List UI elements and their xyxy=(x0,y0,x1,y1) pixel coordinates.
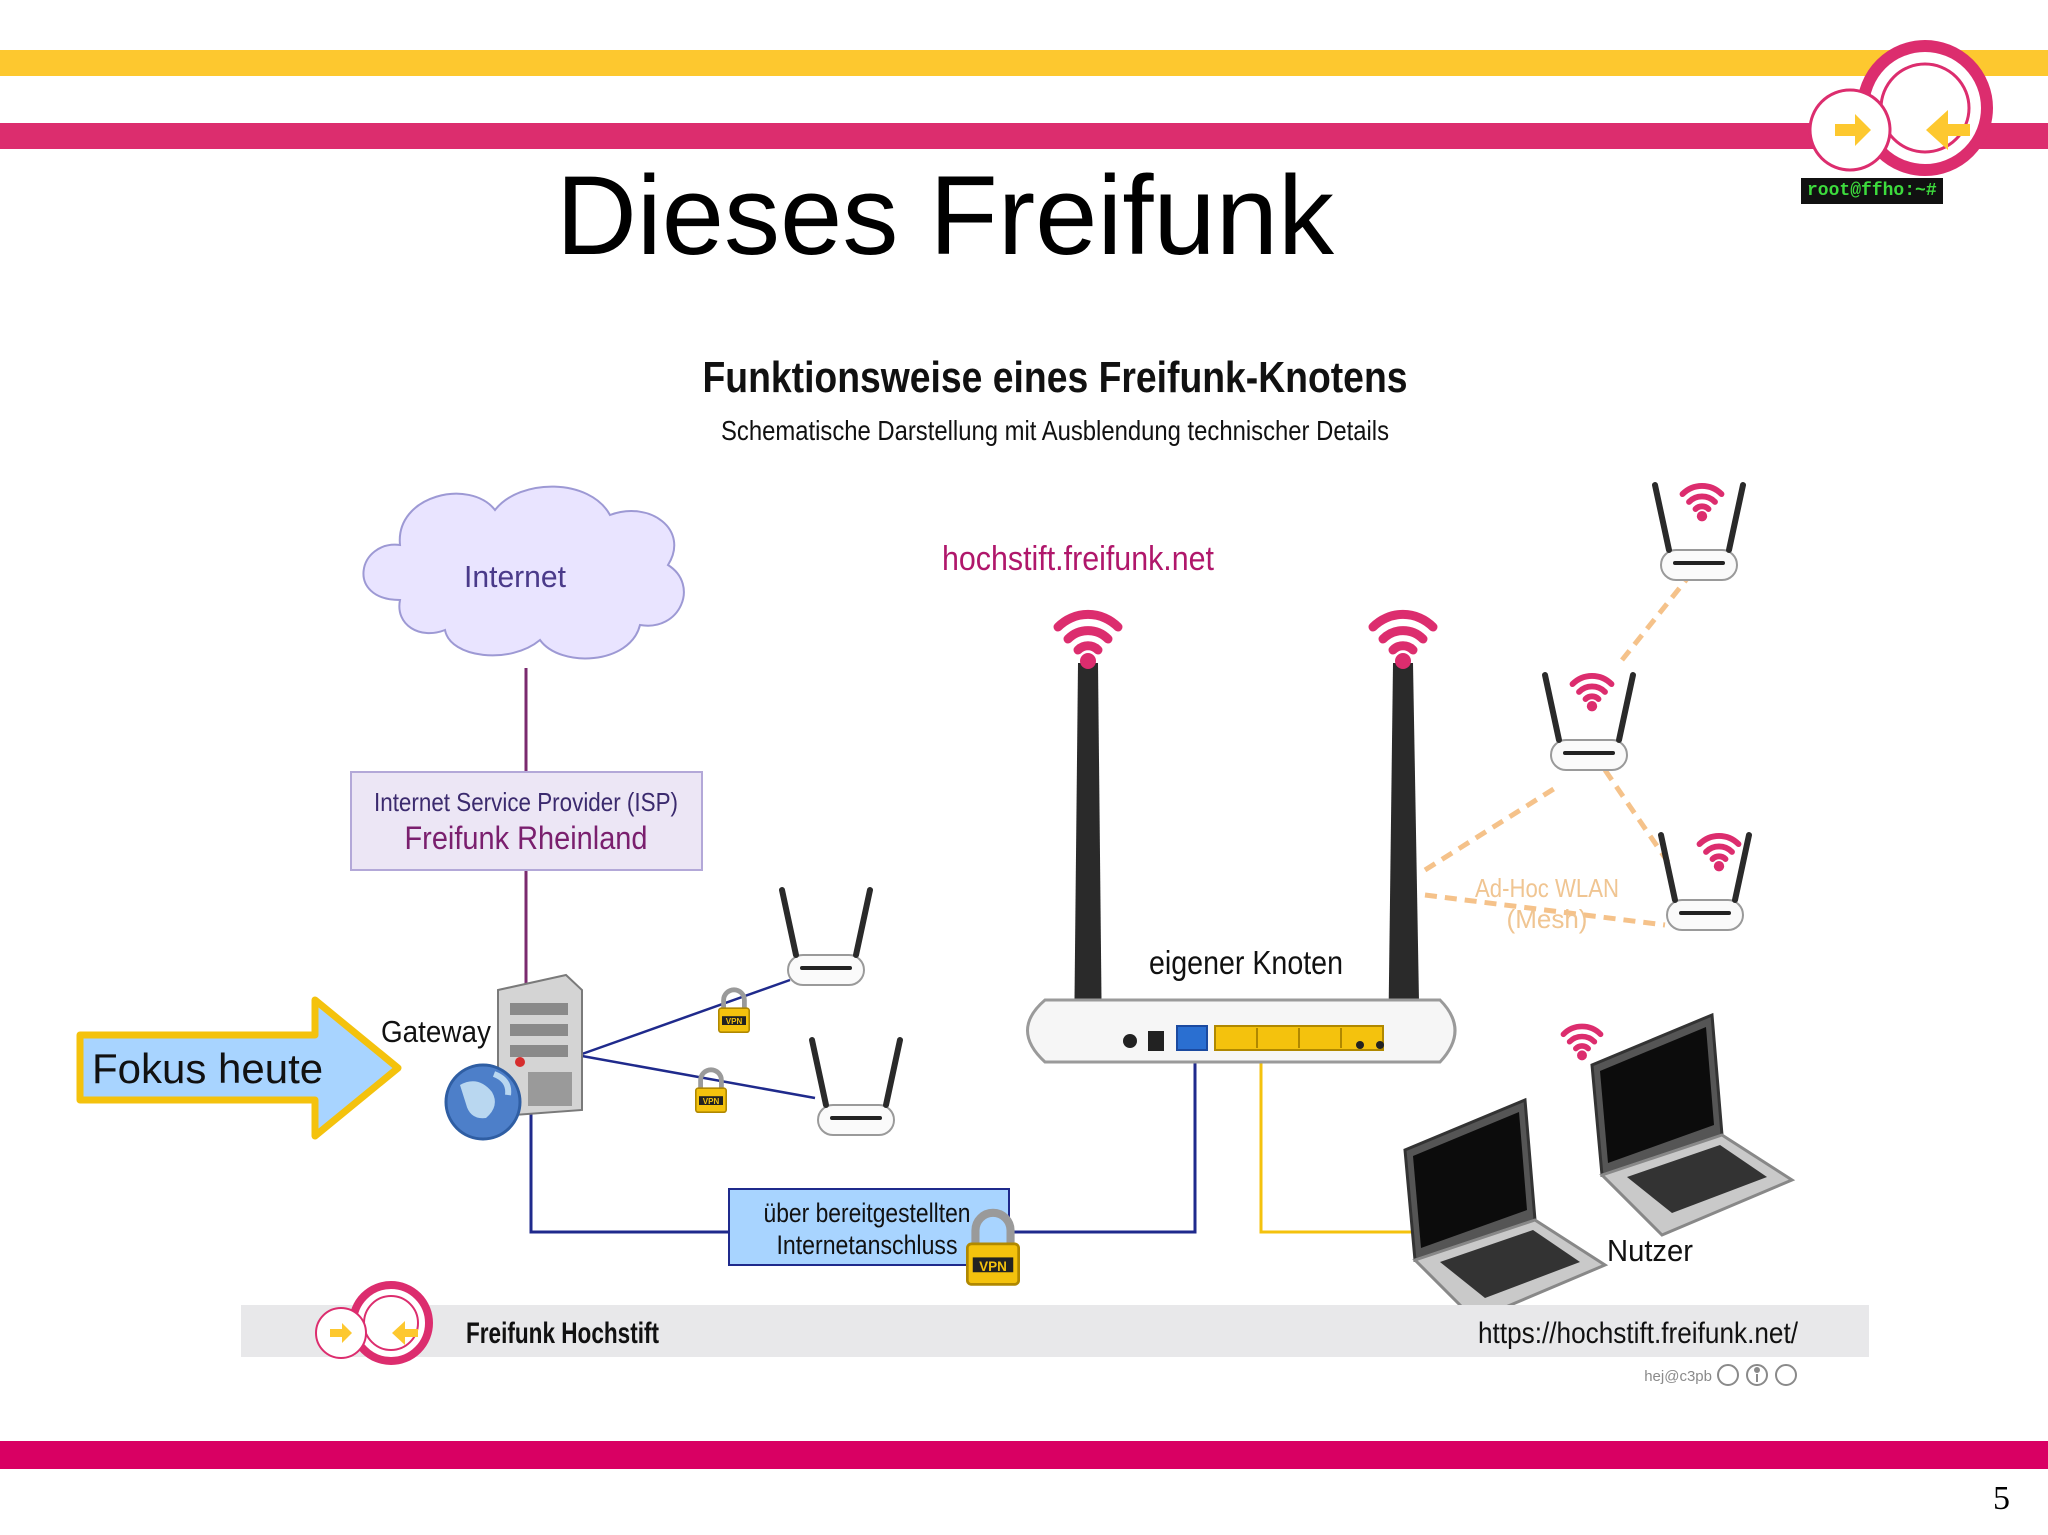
top-yellow-band xyxy=(0,50,2048,76)
mesh-label-line1: Ad-Hoc WLAN xyxy=(1475,873,1619,903)
wifi-icon-antenna-left xyxy=(1058,614,1118,669)
page-number: 5 xyxy=(1993,1480,2010,1517)
credit-label: hej@c3pb xyxy=(1644,1368,1712,1385)
isp-label-line1: Internet Service Provider (ISP) xyxy=(374,787,678,817)
vpn-label-2: VPN xyxy=(703,1097,720,1106)
footer-logo xyxy=(315,1281,433,1365)
vpn-label-1: VPN xyxy=(726,1017,743,1026)
laptop-icon-2 xyxy=(1590,1013,1794,1237)
focus-arrow xyxy=(76,996,402,1140)
isp-box xyxy=(350,771,703,871)
bottom-magenta-band xyxy=(0,1441,2048,1469)
footer-brand: Freifunk Hochstift xyxy=(466,1317,659,1350)
wifi-icon-mesh-2 xyxy=(1573,676,1612,711)
diagram-title: Funktionsweise eines Freifunk-Knotens xyxy=(703,353,1408,402)
ssid-label: hochstift.freifunk.net xyxy=(942,540,1214,578)
vpn-router-2 xyxy=(812,1040,900,1135)
vpn-padlock-1: VPN xyxy=(719,990,749,1032)
freifunk-logo xyxy=(1808,40,1993,176)
uplink-label-line2: Internetanschluss xyxy=(777,1230,958,1260)
slide-title: Dieses Freifunk xyxy=(555,153,1335,278)
vpn-tunnel-2 xyxy=(581,1054,816,1100)
users-label: Nutzer xyxy=(1607,1233,1693,1268)
uplink-box xyxy=(728,1188,1010,1266)
wifi-icon-antenna-right xyxy=(1373,614,1433,669)
footer-url: https://hochstift.freifunk.net/ xyxy=(1478,1317,1799,1350)
vpn-router-1 xyxy=(782,890,870,985)
node-user-cable xyxy=(1259,1054,1425,1234)
top-magenta-band xyxy=(0,123,2048,149)
own-node-router xyxy=(1026,663,1457,1064)
internet-label: Internet xyxy=(464,559,566,594)
vpn-padlock-2: VPN xyxy=(696,1070,726,1112)
wifi-icon-mesh-1 xyxy=(1683,486,1722,521)
own-node-label: eigener Knoten xyxy=(1149,944,1343,981)
vpn-tunnel-1 xyxy=(581,978,791,1056)
vpn-label-uplink: VPN xyxy=(979,1259,1007,1274)
uplink-label-line1: über bereitgestellten xyxy=(764,1198,971,1228)
isp-label-line2: Freifunk Rheinland xyxy=(405,820,648,856)
wifi-icon-users xyxy=(1563,1026,1600,1060)
mesh-links xyxy=(1423,573,1692,928)
license-icons xyxy=(1717,1364,1797,1386)
terminal-prompt-badge: root@ffho:~# xyxy=(1801,178,1943,204)
internet-cloud xyxy=(362,485,685,660)
focus-label: Fokus heute xyxy=(92,1045,323,1092)
diagram-footer-bar xyxy=(241,1305,1869,1357)
diagram-subtitle: Schematische Darstellung mit Ausblendung… xyxy=(721,415,1389,446)
gateway-server-icon xyxy=(497,973,583,1117)
vpn-padlock-uplink: VPN xyxy=(967,1213,1018,1285)
mesh-label-line2: (Mesh) xyxy=(1507,904,1588,934)
wifi-icon-mesh-3 xyxy=(1700,836,1739,871)
globe-icon xyxy=(444,1063,522,1141)
laptop-icon-1 xyxy=(1403,1098,1607,1322)
gateway-label: Gateway xyxy=(381,1014,491,1049)
